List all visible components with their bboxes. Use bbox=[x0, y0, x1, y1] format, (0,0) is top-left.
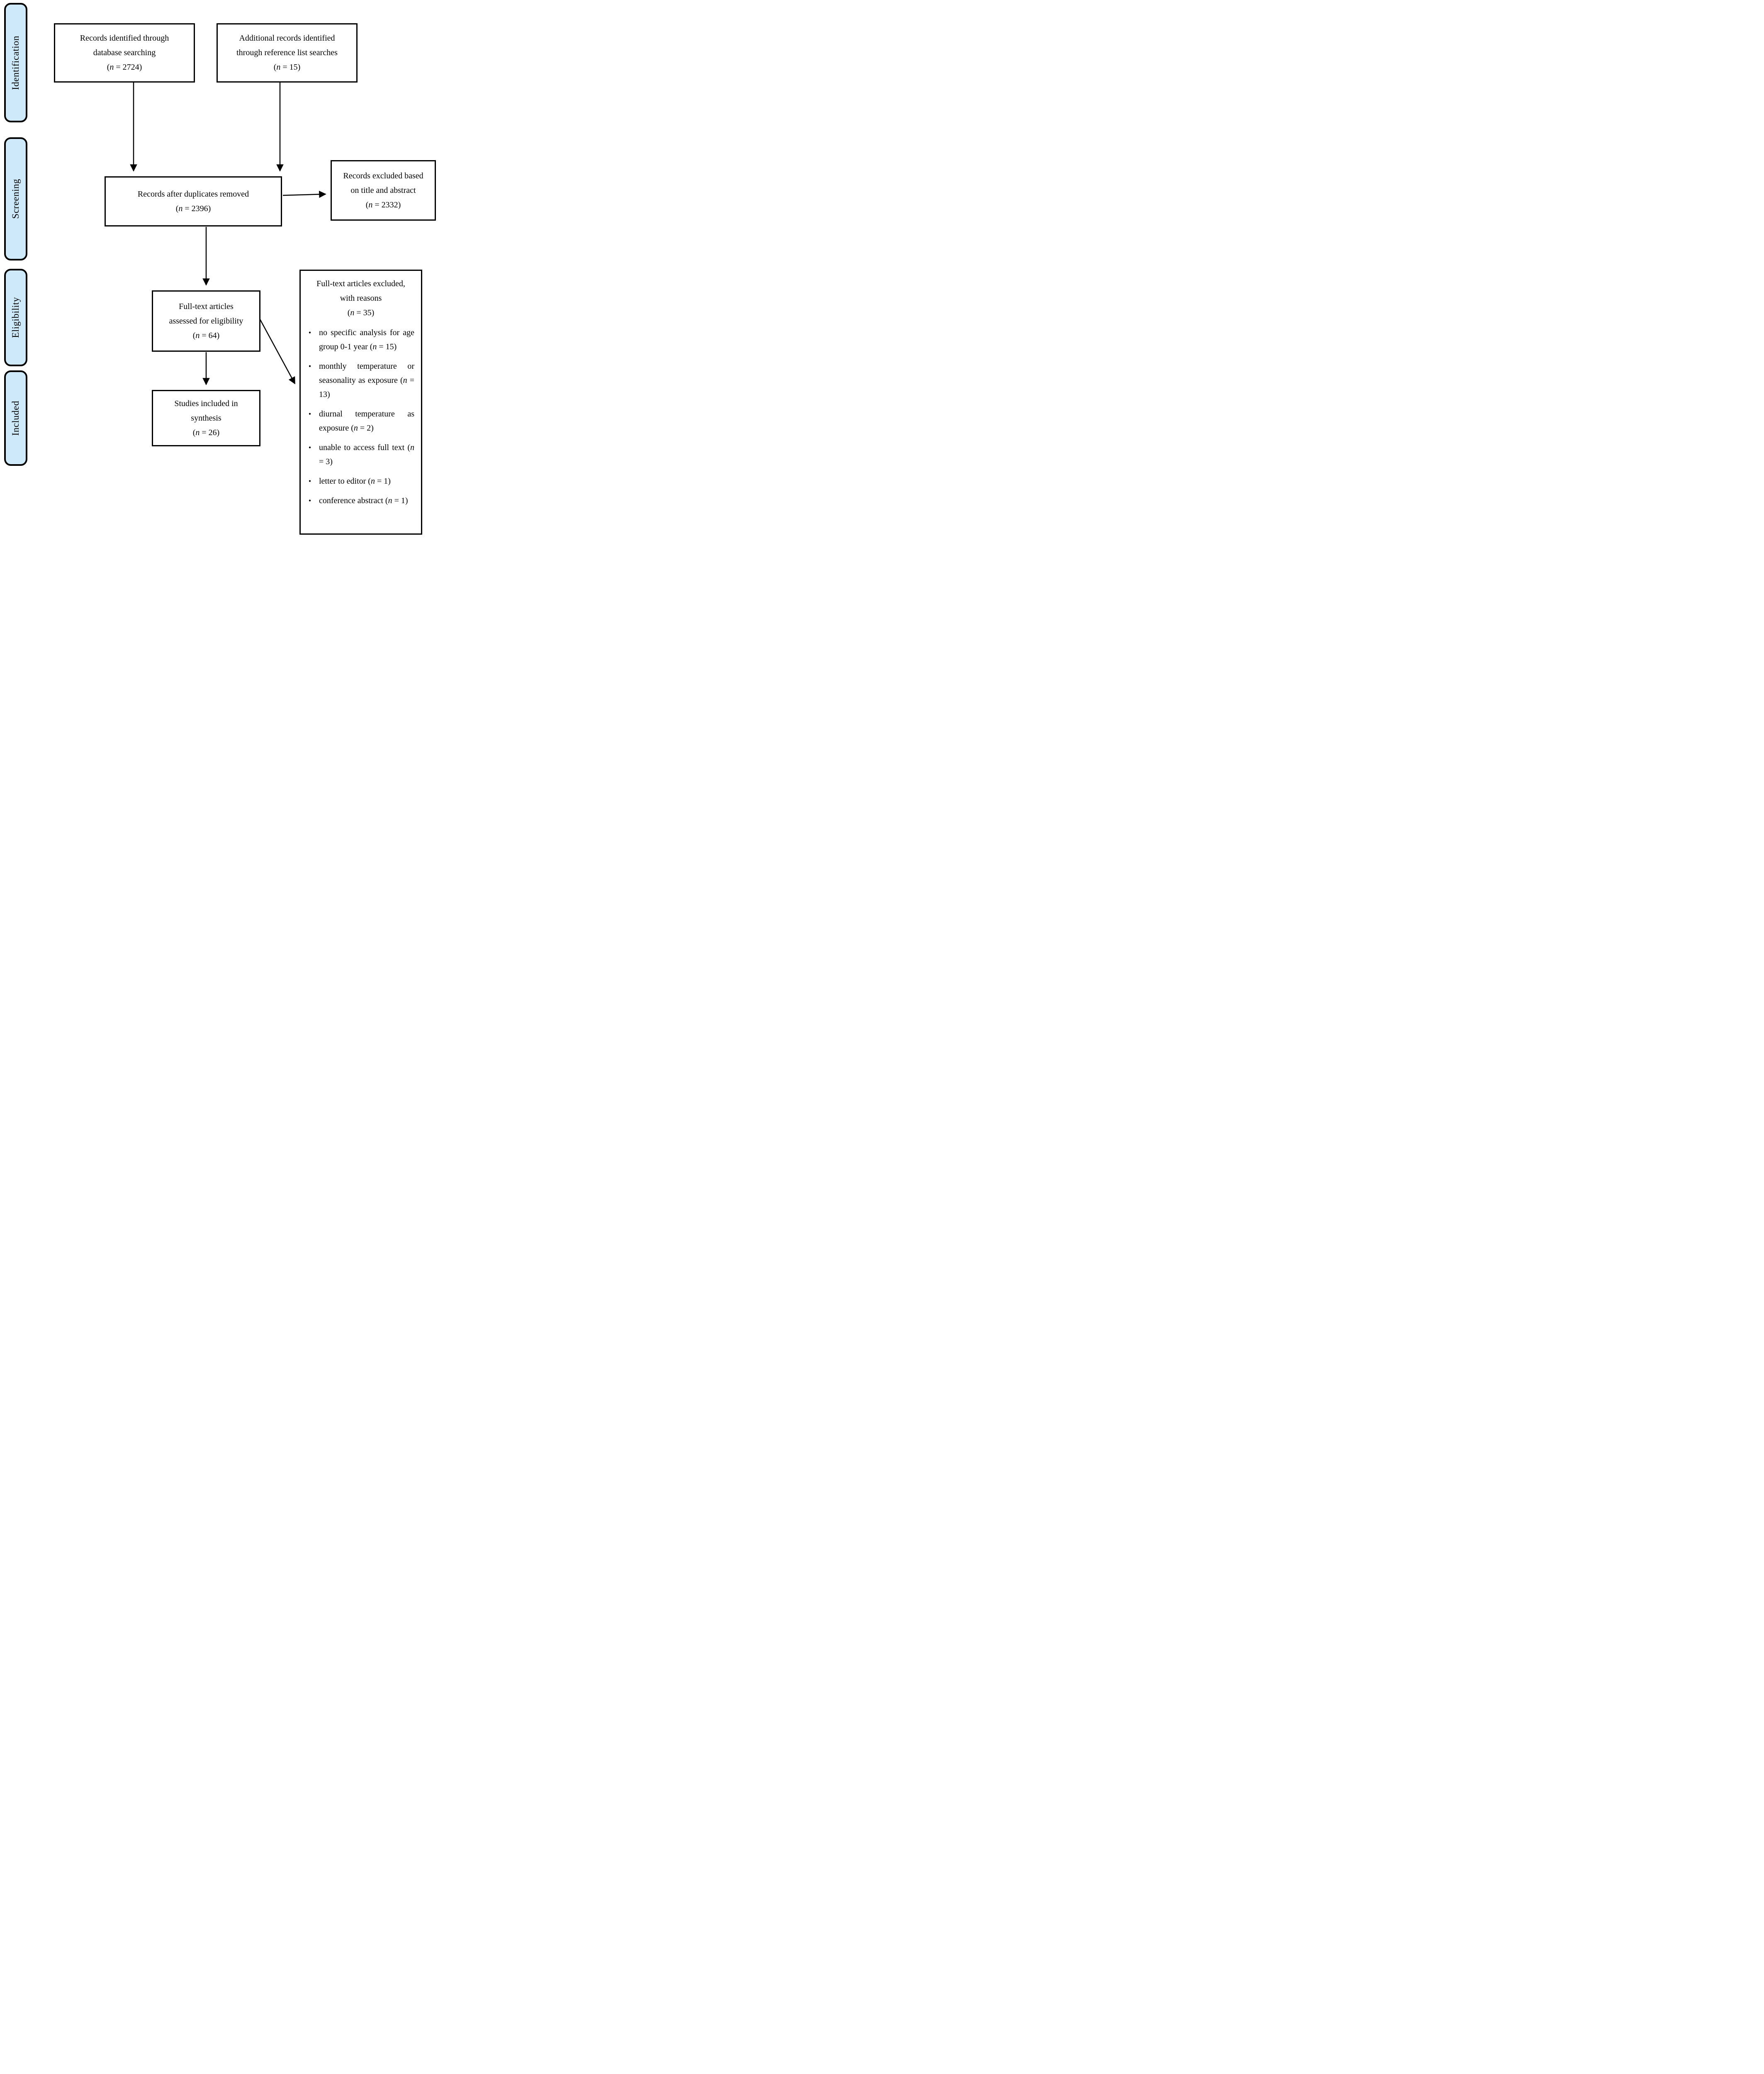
reason-item-unable-access: • unable to access full text (n = 3) bbox=[301, 441, 421, 469]
bullet-icon: • bbox=[308, 362, 311, 370]
stage-identification-label: Identification bbox=[10, 35, 21, 90]
prisma-flow-diagram: Identification Screening Eligibility Inc… bbox=[0, 0, 441, 538]
box-excluded-title-abstract-line2: on title and abstract bbox=[350, 185, 416, 195]
bullet-icon: • bbox=[308, 497, 311, 505]
reasons-header-line1: Full-text articles excluded, bbox=[316, 279, 405, 288]
box-excluded-title-abstract-line1: Records excluded based bbox=[343, 171, 423, 180]
reasons-header-line2: with reasons bbox=[340, 294, 382, 303]
box-after-duplicates-count: (n = 2396) bbox=[175, 204, 211, 213]
box-additional-records: Additional records identified through re… bbox=[217, 23, 358, 83]
box-records-identified: Records identified through database sear… bbox=[54, 23, 195, 83]
box-after-duplicates: Records after duplicates removed (n = 23… bbox=[105, 176, 282, 226]
box-studies-included-line2: synthesis bbox=[191, 413, 221, 423]
bullet-icon: • bbox=[308, 329, 311, 337]
stage-eligibility-label: Eligibility bbox=[10, 297, 21, 338]
reasons-header-count: (n = 35) bbox=[347, 308, 375, 317]
stage-screening: Screening bbox=[4, 137, 27, 260]
box-fulltext-excluded-reasons: Full-text articles excluded, with reason… bbox=[299, 270, 422, 535]
box-additional-records-count: (n = 15) bbox=[273, 63, 301, 72]
box-after-duplicates-line1: Records after duplicates removed bbox=[137, 189, 249, 199]
box-fulltext-assessed-line2: assessed for eligibility bbox=[169, 316, 243, 326]
box-studies-included-line1: Studies included in bbox=[174, 399, 238, 408]
arrow-duplicates-to-excluded bbox=[282, 190, 326, 198]
box-studies-included: Studies included in synthesis (n = 26) bbox=[152, 390, 260, 446]
box-additional-records-line2: through reference list searches bbox=[236, 48, 338, 57]
box-records-identified-line2: database searching bbox=[93, 48, 156, 57]
box-fulltext-assessed-count: (n = 64) bbox=[192, 331, 220, 340]
stage-included-label: Included bbox=[10, 400, 21, 436]
box-excluded-title-abstract-count: (n = 2332) bbox=[365, 200, 401, 209]
stage-eligibility: Eligibility bbox=[4, 269, 27, 366]
reason-item-monthly-temperature: • monthly temperature or seasonality as … bbox=[301, 359, 421, 402]
box-fulltext-assessed-line1: Full-text articles bbox=[179, 302, 234, 311]
box-studies-included-count: (n = 26) bbox=[192, 428, 220, 437]
arrow-fulltext-to-excluded-reasons bbox=[259, 319, 296, 385]
bullet-icon: • bbox=[308, 477, 311, 485]
box-excluded-title-abstract: Records excluded based on title and abst… bbox=[331, 160, 436, 221]
reason-item-age-group: • no specific analysis for age group 0-1… bbox=[301, 326, 421, 354]
box-fulltext-assessed: Full-text articles assessed for eligibil… bbox=[152, 290, 260, 352]
reason-item-diurnal-temperature: • diurnal temperature as exposure (n = 2… bbox=[301, 407, 421, 435]
box-additional-records-line1: Additional records identified bbox=[239, 34, 335, 43]
stage-included: Included bbox=[4, 370, 27, 466]
bullet-icon: • bbox=[308, 410, 311, 418]
box-records-identified-line1: Records identified through bbox=[80, 34, 169, 43]
box-records-identified-count: (n = 2724) bbox=[107, 63, 142, 72]
bullet-icon: • bbox=[308, 443, 311, 452]
stage-screening-label: Screening bbox=[10, 179, 21, 219]
stage-identification: Identification bbox=[4, 3, 27, 122]
reason-item-letter-editor: • letter to editor (n = 1) bbox=[301, 474, 421, 488]
reason-item-conference-abstract: • conference abstract (n = 1) bbox=[301, 494, 421, 508]
